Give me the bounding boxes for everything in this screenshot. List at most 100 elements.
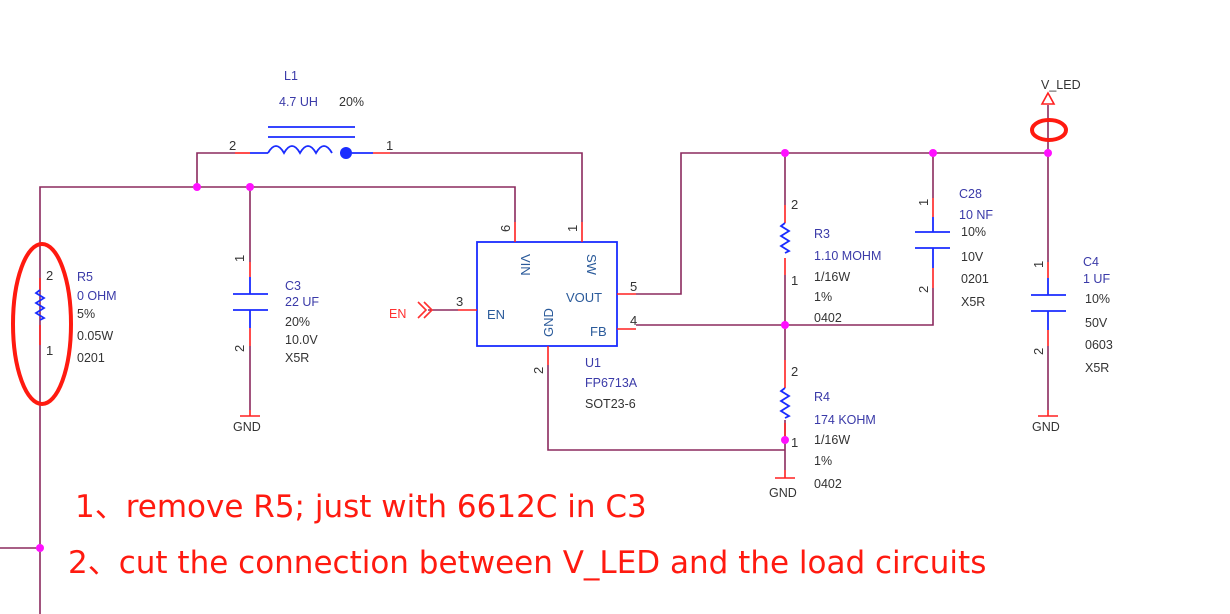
r3-pin1: 1 [791, 273, 798, 288]
u1-pin4: 4 [630, 313, 637, 328]
c4-package: 0603 [1085, 338, 1113, 352]
l1-pin1: 1 [386, 138, 393, 153]
en-port[interactable]: EN [389, 301, 434, 321]
annotation-note-2: 2、cut the connection between V_LED and t… [68, 545, 986, 581]
r5-package: 0201 [77, 351, 105, 365]
l1-value: 4.7 UH [279, 95, 318, 109]
gnd-label: GND [1032, 420, 1060, 434]
c3-pin2: 2 [232, 345, 247, 352]
r5-pin2: 2 [46, 268, 53, 283]
junction-dot [36, 544, 44, 552]
c28-pin1: 1 [916, 199, 931, 206]
gnd-c3: GND [233, 410, 261, 434]
c3-voltage: 10.0V [285, 333, 318, 347]
r3-ref: R3 [814, 227, 830, 241]
u1-sw-label: SW [584, 254, 599, 276]
junction-dot [193, 183, 201, 191]
u1-part: FP6713A [585, 376, 638, 390]
polarity-dot-icon [340, 147, 352, 159]
c28-voltage: 10V [961, 250, 984, 264]
c4-pin1: 1 [1031, 261, 1046, 268]
r4-ref: R4 [814, 390, 830, 404]
gnd-label: GND [769, 486, 797, 500]
u1-ref: U1 [585, 356, 601, 370]
gnd-label: GND [233, 420, 261, 434]
capacitor-c28[interactable]: 1 2 C28 10 NF 10% 10V 0201 X5R [915, 187, 993, 309]
wire-vin-net [197, 186, 516, 222]
junction-dot [1044, 149, 1052, 157]
wire-left-vertical [39, 186, 197, 614]
r3-power: 1/16W [814, 270, 850, 284]
c28-tolerance: 10% [961, 225, 986, 239]
l1-ref: L1 [284, 69, 298, 83]
c4-pin2: 2 [1031, 348, 1046, 355]
c3-dielectric: X5R [285, 351, 309, 365]
u1-en-label: EN [487, 307, 505, 322]
c4-ref: C4 [1083, 255, 1099, 269]
r4-package: 0402 [814, 477, 842, 491]
resistor-r5[interactable]: 2 1 R5 0 OHM 5% 0.05W 0201 [34, 268, 117, 365]
r5-power: 0.05W [77, 329, 113, 343]
capacitor-c4[interactable]: 1 2 C4 1 UF 10% 50V 0603 X5R [1031, 255, 1113, 375]
r5-value: 0 OHM [77, 289, 117, 303]
c3-pin1: 1 [232, 255, 247, 262]
c28-package: 0201 [961, 272, 989, 286]
c28-pin2: 2 [916, 286, 931, 293]
c4-tolerance: 10% [1085, 292, 1110, 306]
junction-dot [781, 321, 789, 329]
annotation-note-1: 1、remove R5; just with 6612C in C3 [75, 489, 647, 525]
u1-fb-label: FB [590, 324, 607, 339]
c28-value: 10 NF [959, 208, 993, 222]
wires [0, 105, 1049, 614]
resistor-r4[interactable]: 2 1 R4 174 KOHM 1/16W 1% 0402 [779, 360, 876, 491]
r5-ref: R5 [77, 270, 93, 284]
c3-ref: C3 [285, 279, 301, 293]
u1-pin3: 3 [456, 294, 463, 309]
vled-port[interactable]: V_LED [1040, 78, 1081, 105]
c28-dielectric: X5R [961, 295, 985, 309]
r5-tolerance: 5% [77, 307, 95, 321]
u1-pin2: 2 [531, 367, 546, 374]
resistor-r3[interactable]: 2 1 R3 1.10 MOHM 1/16W 1% 0402 [779, 197, 881, 325]
l1-tolerance: 20% [339, 95, 364, 109]
markup-ellipse-r5 [11, 242, 73, 406]
u1-vin-label: VIN [518, 254, 533, 276]
r3-value: 1.10 MOHM [814, 249, 881, 263]
wire-fb-net [636, 288, 934, 326]
wire-l1-pin1-sw [390, 152, 583, 222]
r4-pin2: 2 [791, 364, 798, 379]
r4-power: 1/16W [814, 433, 850, 447]
wire-l1-pin2 [196, 152, 235, 187]
u1-pin6: 6 [498, 225, 513, 232]
c4-voltage: 50V [1085, 316, 1108, 330]
u1-package: SOT23-6 [585, 397, 636, 411]
junction-dot [781, 149, 789, 157]
junction-dot [246, 183, 254, 191]
r3-pin2: 2 [791, 197, 798, 212]
u1-gnd-label: GND [541, 308, 556, 337]
power-arrow-icon [1040, 91, 1056, 105]
ic-u1[interactable]: 6 1 3 2 5 4 VIN SW EN GND VOUT FB U1 FP6… [456, 222, 638, 411]
u1-vout-label: VOUT [566, 290, 602, 305]
r3-package: 0402 [814, 311, 842, 325]
gnd-c4: GND [1032, 410, 1060, 434]
vled-label: V_LED [1041, 78, 1081, 92]
port-arrow-icon [417, 301, 434, 319]
r5-pin1: 1 [46, 343, 53, 358]
junction-dot [929, 149, 937, 157]
inductor-l1[interactable]: L1 4.7 UH 20% 2 1 [229, 69, 393, 159]
en-net-label: EN [389, 307, 406, 321]
junctions [36, 149, 1052, 552]
markup-ellipse-vled [1030, 118, 1068, 142]
r3-tolerance: 1% [814, 290, 832, 304]
capacitor-c3[interactable]: 1 2 C3 22 UF 20% 10.0V X5R [232, 255, 319, 365]
wire-gnd-u1 [547, 365, 785, 451]
u1-pin1: 1 [565, 225, 580, 232]
c28-ref: C28 [959, 187, 982, 201]
junction-dot [781, 436, 789, 444]
r4-value: 174 KOHM [814, 413, 876, 427]
r4-tolerance: 1% [814, 454, 832, 468]
u1-pin5: 5 [630, 279, 637, 294]
gnd-r4: GND [769, 470, 797, 500]
